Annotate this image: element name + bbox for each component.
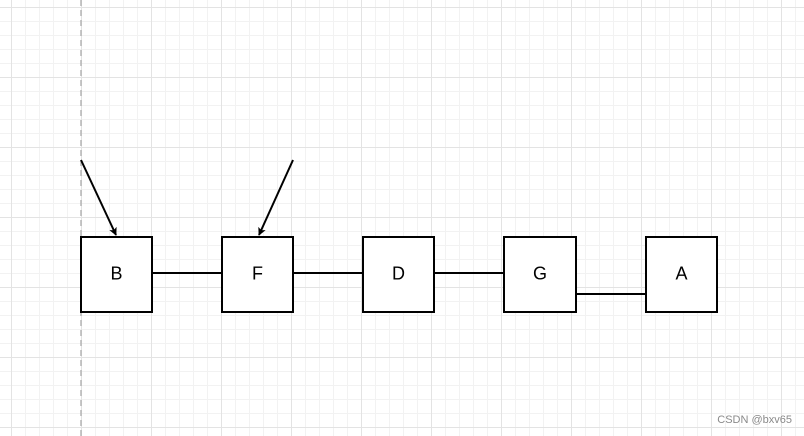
node-label: B: [110, 263, 122, 283]
node-d[interactable]: D: [362, 236, 435, 313]
node-box: [362, 236, 435, 313]
pointer-arrow-f: [258, 159, 294, 236]
node-a[interactable]: A: [645, 236, 718, 313]
pointer-arrow-b: [80, 159, 117, 236]
node-f[interactable]: F: [221, 236, 294, 313]
node-box: [645, 236, 718, 313]
node-g[interactable]: G: [503, 236, 577, 313]
node-box: [80, 236, 153, 313]
node-box: [503, 236, 577, 313]
node-label: A: [675, 263, 687, 283]
node-b[interactable]: B: [80, 236, 153, 313]
node-label: F: [252, 263, 263, 283]
node-label: G: [533, 263, 547, 283]
node-label: D: [392, 263, 405, 283]
watermark: CSDN @bxv65: [717, 414, 792, 426]
node-box: [221, 236, 294, 313]
